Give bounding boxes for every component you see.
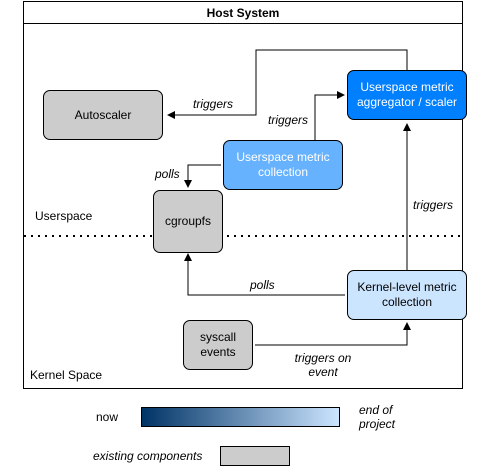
edge-label-user-polls-cgroupfs: polls (155, 167, 180, 181)
aggregator-node[interactable]: Userspace metric aggregator / scaler (347, 70, 467, 120)
edge-kernel-polls-cgroupfs (184, 253, 345, 296)
edge-syscall-to-kernel-collection (255, 322, 411, 346)
edge-user-collection-to-aggregator (314, 91, 345, 140)
container-title: Host System (24, 2, 462, 24)
aggregator-label: Userspace metric aggregator / scaler (356, 80, 458, 109)
user-collection-label: Userspace metric collection (236, 150, 330, 179)
edge-label-kernel-polls-cgroupfs: polls (250, 278, 275, 292)
legend-now-label: now (96, 410, 119, 424)
autoscaler-node[interactable]: Autoscaler (43, 90, 163, 140)
user-collection-node[interactable]: Userspace metric collection (223, 140, 343, 190)
legend-existing-components-swatch (220, 446, 290, 466)
edge-label-kernel-to-aggregator: triggers (413, 198, 454, 212)
host-system-container: Host System (23, 1, 463, 389)
kernel-space-region-label: Kernel Space (30, 368, 103, 382)
cgroupfs-label: cgroupfs (164, 214, 212, 228)
edge-aggregator-to-autoscaler (167, 49, 408, 119)
cgroupfs-node[interactable]: cgroupfs (153, 190, 223, 253)
syscall-events-label: syscall events (199, 330, 236, 359)
userspace-region-label: Userspace (35, 209, 93, 223)
legend-end-of-project-label: end of project (359, 403, 396, 431)
legend-existing-components-label: existing components (93, 449, 203, 463)
legend-timeline-gradient (141, 407, 340, 427)
kernel-collection-node[interactable]: Kernel-level metric collection (347, 270, 467, 320)
kernel-collection-label: Kernel-level metric collection (357, 280, 457, 309)
syscall-events-node[interactable]: syscall events (183, 320, 253, 370)
edge-label-syscall-to-kernel: triggers on event (294, 351, 352, 379)
edge-label-aggregator-to-autoscaler: triggers (193, 97, 234, 111)
edge-user-collection-polls-cgroupfs (184, 164, 221, 188)
autoscaler-label: Autoscaler (74, 107, 132, 122)
edge-label-user-to-aggregator: triggers (268, 113, 309, 127)
